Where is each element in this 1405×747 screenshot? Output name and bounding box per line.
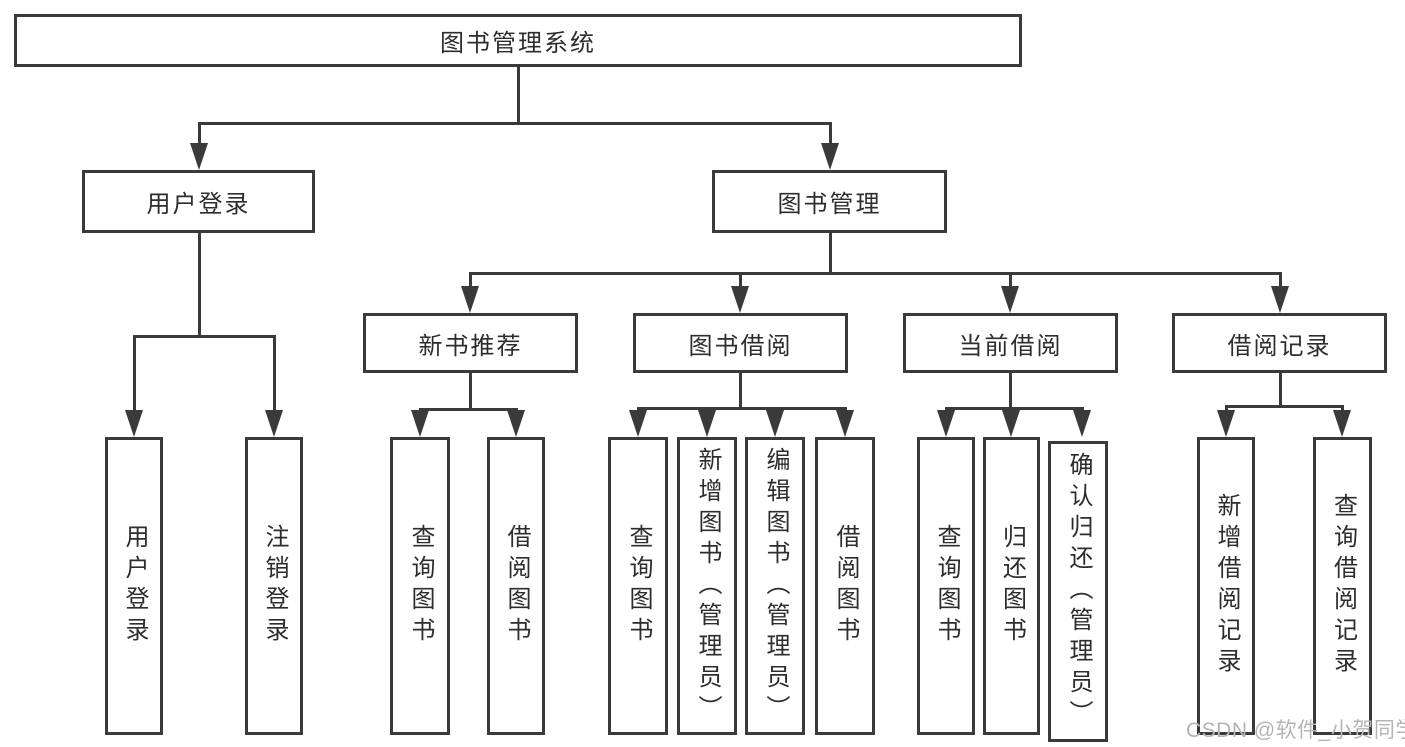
- connector-line: [945, 407, 1083, 410]
- node-label: 新增借阅记录: [1213, 493, 1240, 679]
- connector-line: [1225, 405, 1343, 408]
- node-label: 新增图书（管理员）: [694, 446, 721, 726]
- node-label: 编辑图书（管理员）: [762, 446, 789, 726]
- arrowhead-icon: [1271, 286, 1289, 313]
- node-current-borrow: 当前借阅: [903, 313, 1118, 373]
- node-book-borrow: 图书借阅: [633, 313, 848, 373]
- arrowhead-icon: [1002, 410, 1020, 437]
- connector-line: [1009, 373, 1012, 409]
- connector-line: [273, 335, 276, 415]
- node-label: 查询图书: [407, 524, 434, 648]
- node-cb-confirm-return-admin: 确认归还（管理员）: [1048, 441, 1108, 742]
- arrowhead-icon: [1001, 286, 1019, 313]
- node-bb-add-books-admin: 新增图书（管理员）: [677, 437, 737, 735]
- node-label: 归还图书: [998, 524, 1026, 648]
- arrowhead-icon: [766, 410, 784, 437]
- connector-line: [829, 122, 832, 148]
- node-user-login: 用户登录: [82, 170, 315, 233]
- connector-line: [198, 122, 831, 125]
- arrowhead-icon: [265, 410, 283, 437]
- node-nbr-borrow-books: 借阅图书: [487, 437, 545, 735]
- arrowhead-icon: [731, 286, 749, 313]
- node-br-query-record: 查询借阅记录: [1313, 437, 1372, 735]
- arrowhead-icon: [411, 410, 429, 437]
- node-label: 借阅图书: [503, 524, 530, 648]
- node-ul-user-login: 用户登录: [105, 437, 163, 735]
- connector-line: [739, 373, 742, 409]
- connector-line: [133, 335, 136, 415]
- node-label: 图书管理系统: [440, 30, 596, 57]
- csdn-watermark: CSDN @软件_小贺同学: [1186, 719, 1405, 742]
- node-nbr-query-books: 查询图书: [390, 437, 450, 735]
- node-bb-borrow-books: 借阅图书: [815, 437, 875, 735]
- node-label: 图书管理: [777, 191, 882, 218]
- connector-line: [419, 408, 517, 411]
- connector-line: [198, 233, 201, 337]
- connector-line: [133, 335, 275, 338]
- node-new-book-rec: 新书推荐: [363, 313, 578, 373]
- connector-line: [198, 122, 201, 148]
- connector-line: [517, 67, 520, 124]
- node-label: 新书推荐: [418, 332, 523, 360]
- node-label: 查询借阅记录: [1329, 493, 1357, 679]
- connector-line: [637, 407, 846, 410]
- connector-line: [469, 272, 472, 291]
- arrowhead-icon: [1073, 410, 1091, 437]
- node-root: 图书管理系统: [14, 14, 1022, 67]
- arrowhead-icon: [698, 410, 716, 437]
- node-label: 查询图书: [625, 524, 652, 648]
- connector-line: [1279, 272, 1282, 291]
- connector-line: [1009, 272, 1012, 291]
- arrowhead-icon: [629, 410, 647, 437]
- node-borrow-records: 借阅记录: [1172, 313, 1387, 373]
- arrowhead-icon: [821, 143, 839, 170]
- connector-line: [1279, 373, 1282, 407]
- node-bb-edit-books-admin: 编辑图书（管理员）: [745, 437, 805, 735]
- node-label: 图书借阅: [688, 332, 793, 360]
- connector-line: [469, 272, 1281, 275]
- node-label: 借阅记录: [1227, 332, 1332, 360]
- node-ul-logout: 注销登录: [245, 437, 303, 735]
- node-label: 确认归还（管理员）: [1065, 452, 1092, 731]
- arrowhead-icon: [190, 143, 208, 170]
- arrowhead-icon: [507, 410, 525, 437]
- arrowhead-icon: [1217, 410, 1235, 437]
- connector-line: [829, 233, 832, 274]
- node-label: 当前借阅: [958, 332, 1063, 360]
- node-label: 用户登录: [146, 191, 251, 218]
- node-label: 用户登录: [121, 524, 148, 648]
- node-label: 注销登录: [261, 524, 288, 648]
- connector-line: [469, 373, 472, 410]
- node-label: 借阅图书: [832, 524, 859, 648]
- node-cb-query-books: 查询图书: [917, 437, 975, 735]
- node-label: 查询图书: [933, 524, 960, 648]
- connector-line: [739, 272, 742, 291]
- arrowhead-icon: [1333, 410, 1351, 437]
- arrowhead-icon: [836, 410, 854, 437]
- arrowhead-icon: [461, 286, 479, 313]
- node-br-add-record: 新增借阅记录: [1197, 437, 1255, 735]
- node-bb-query-books: 查询图书: [608, 437, 668, 735]
- arrowhead-icon: [125, 410, 143, 437]
- node-book-mgmt: 图书管理: [712, 170, 947, 233]
- node-cb-return-books: 归还图书: [983, 437, 1040, 735]
- arrowhead-icon: [937, 410, 955, 437]
